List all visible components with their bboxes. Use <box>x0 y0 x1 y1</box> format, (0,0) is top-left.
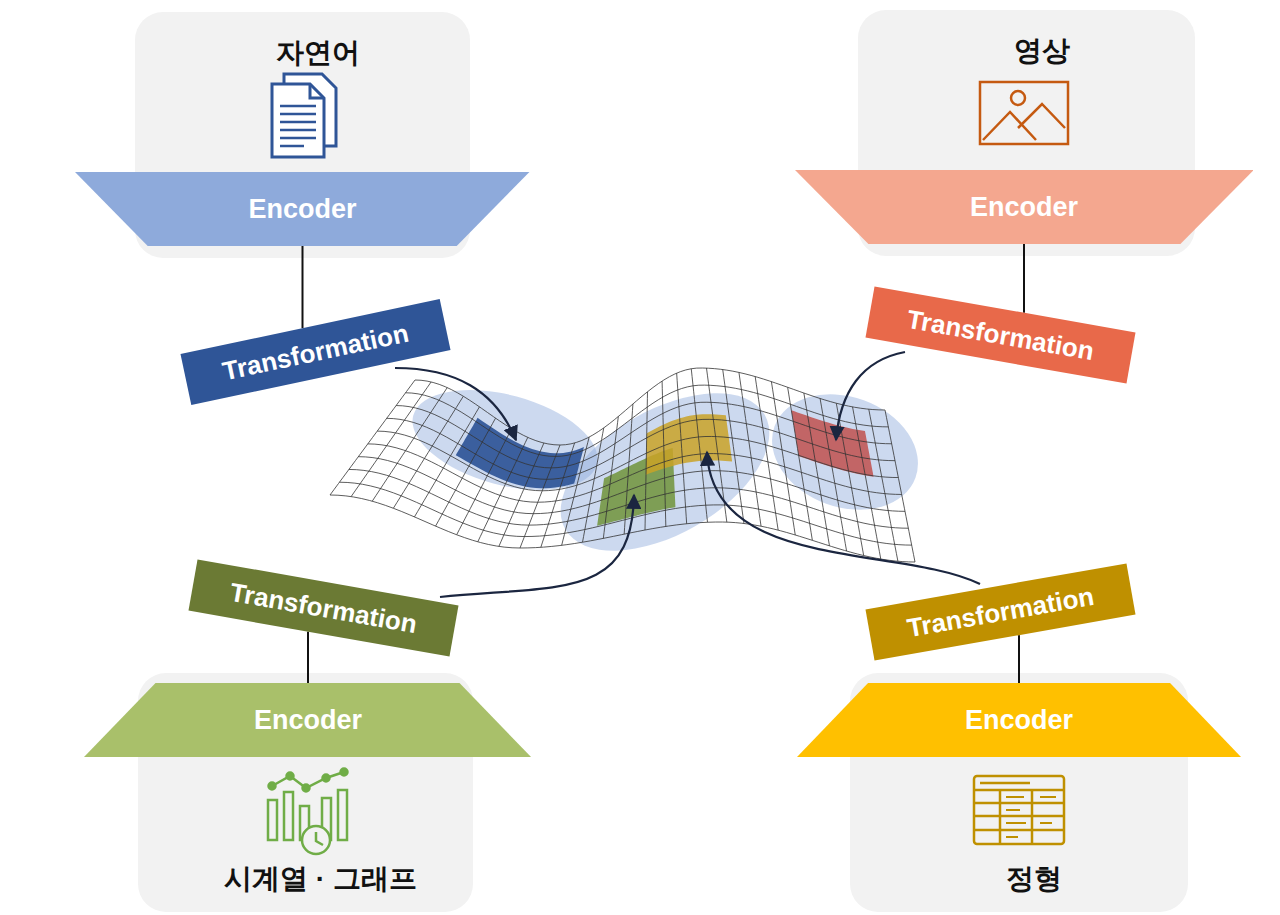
connector-line <box>1018 635 1020 683</box>
modality-title: 정형 <box>850 860 1218 898</box>
grid-line <box>372 388 447 502</box>
grid-line <box>339 482 911 545</box>
modality-panel: 시계열 · 그래프Encoder <box>138 673 503 912</box>
grid-line <box>662 381 666 526</box>
grid-line <box>358 457 905 514</box>
document-icon <box>272 74 336 157</box>
grid-line <box>330 380 415 495</box>
projection-arrow <box>836 352 905 440</box>
grid-line <box>645 392 648 530</box>
grid-line <box>691 369 707 523</box>
encoder-block: Encoder <box>75 172 529 246</box>
projection-arrow <box>440 495 634 597</box>
manifold-grid <box>330 368 915 562</box>
panel-grounds <box>135 10 1195 912</box>
block-label: Transformation <box>228 576 420 639</box>
modality-title: 시계열 · 그래프 <box>138 860 503 898</box>
grid-line <box>414 407 479 517</box>
grid-line <box>368 444 902 502</box>
projection-arrows <box>395 352 980 597</box>
grid-line <box>755 377 778 531</box>
grid-line <box>387 418 895 479</box>
block-label: Transformation <box>905 580 1097 643</box>
projection-arrow <box>395 368 516 440</box>
encoder-block: Encoder <box>84 683 531 757</box>
transformation-box: Transformation <box>865 563 1135 660</box>
connector-line <box>1023 244 1025 313</box>
modality-panel: 자연어Encoder <box>135 12 500 258</box>
transformation-box: Transformation <box>188 559 458 656</box>
grid-line <box>377 431 898 491</box>
connector-line <box>307 632 309 683</box>
projection-arrow <box>707 452 980 584</box>
grid-line <box>677 373 687 524</box>
block-label: Encoder <box>797 705 1241 736</box>
modality-panel: 정형Encoder <box>850 673 1218 912</box>
modality-title: 자연어 <box>135 34 500 72</box>
grid-line <box>706 368 726 522</box>
grid-line <box>520 445 560 548</box>
grid-line <box>406 385 889 456</box>
block-label: Transformation <box>905 303 1097 366</box>
latent-manifold <box>330 361 934 583</box>
grid-line <box>603 416 618 538</box>
grid-line <box>499 443 544 546</box>
grid-line <box>415 368 885 445</box>
grid-line <box>869 409 898 561</box>
grid-line <box>351 382 431 497</box>
grid-line <box>885 410 915 562</box>
transformation-box: Transformation <box>865 286 1135 383</box>
block-label: Transformation <box>220 317 412 387</box>
modality-title: 영상 <box>858 32 1225 70</box>
grid-line <box>349 469 908 528</box>
encoder-block: Encoder <box>795 170 1254 244</box>
grid-line <box>457 429 512 535</box>
block-label: Encoder <box>84 705 531 736</box>
grid-line <box>853 407 881 559</box>
timeseries-chart-icon <box>268 769 348 855</box>
grid-line <box>541 443 575 547</box>
block-label: Encoder <box>795 192 1254 223</box>
encoder-block: Encoder <box>797 683 1241 757</box>
table-icon <box>974 776 1064 844</box>
grid-line <box>836 403 863 555</box>
block-label: Encoder <box>75 194 529 225</box>
grid-line <box>723 370 744 524</box>
image-icon <box>980 82 1068 144</box>
connector-line <box>302 246 304 328</box>
modality-panel: 영상Encoder <box>858 10 1225 256</box>
grid-line <box>396 402 892 468</box>
